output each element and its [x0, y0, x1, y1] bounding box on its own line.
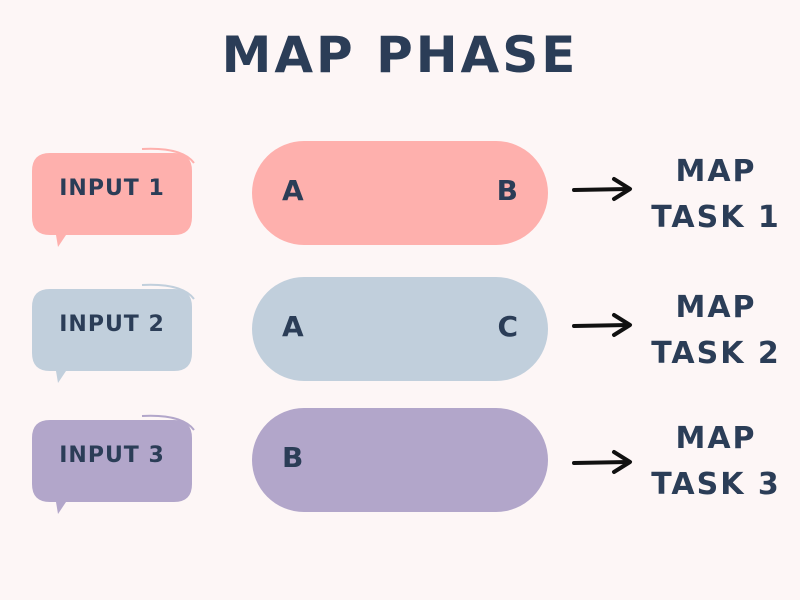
task-line-1: MAP [675, 290, 757, 325]
speech-bubble-shape [32, 414, 195, 514]
speech-bubble-shape [32, 147, 195, 247]
input-bubble-3: INPUT 3 [32, 414, 195, 514]
key-pill-1: A B [252, 141, 548, 245]
map-task-label-2: MAP TASK 2 [646, 285, 786, 377]
input-label: INPUT 2 [59, 312, 165, 337]
key-label: B [496, 174, 518, 207]
input-bubble-1: INPUT 1 [32, 147, 195, 247]
map-row-2: INPUT 2 A C MAP TASK 2 [0, 277, 800, 387]
key-pill-2: A C [252, 277, 548, 381]
key-pill-3: B [252, 408, 548, 512]
key-label: A [282, 174, 304, 207]
task-line-1: MAP [675, 154, 757, 189]
map-row-1: INPUT 1 A B MAP TASK 1 [0, 141, 800, 251]
key-label: A [282, 310, 304, 343]
input-label: INPUT 1 [59, 176, 165, 201]
task-line-2: TASK 1 [651, 200, 781, 235]
speech-bubble-shape [32, 283, 195, 383]
key-label: B [282, 441, 304, 474]
map-task-label-3: MAP TASK 3 [646, 416, 786, 508]
right-arrow-icon [572, 313, 632, 337]
task-line-2: TASK 2 [651, 336, 781, 371]
map-row-3: INPUT 3 B MAP TASK 3 [0, 408, 800, 518]
input-bubble-2: INPUT 2 [32, 283, 195, 383]
task-line-1: MAP [675, 421, 757, 456]
key-label: C [497, 310, 518, 343]
page-title: MAP PHASE [221, 26, 579, 84]
right-arrow-icon [572, 177, 632, 201]
right-arrow-icon [572, 450, 632, 474]
input-label: INPUT 3 [59, 443, 165, 468]
map-task-label-1: MAP TASK 1 [646, 149, 786, 241]
task-line-2: TASK 3 [651, 467, 781, 502]
